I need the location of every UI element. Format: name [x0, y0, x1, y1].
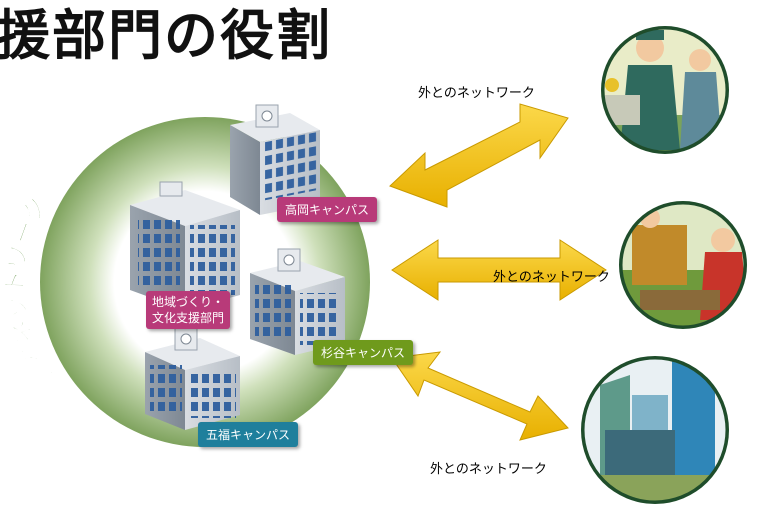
department-tag: 地域づくり・ 文化支援部門 [146, 291, 231, 329]
network-arrow-middle [391, 239, 607, 301]
campus-tag-takaoka: 高岡キャンパス [277, 197, 378, 222]
building-icon-center [130, 181, 240, 310]
page-title: 援部門の役割 [0, 4, 332, 67]
network-label-bottom: 外とのネットワーク [430, 462, 547, 477]
worker-icon [601, 26, 729, 154]
farmer-icon [619, 201, 747, 329]
department-tag-line1: 地域づくり・ [152, 295, 225, 309]
network-label-top: 外とのネットワーク [418, 86, 535, 101]
network-label-middle: 外とのネットワーク [493, 270, 610, 285]
network-arrow-bottom [391, 351, 569, 441]
building-icon-takaoka [230, 104, 320, 215]
campus-tag-sugitani: 杉谷キャンパス [313, 340, 414, 365]
campus-tag-gofuku: 五福キャンパス [198, 422, 299, 447]
department-tag-line2: 文化支援部門 [152, 311, 225, 325]
building-icon-gofuku [145, 327, 240, 430]
network-arrow-top [389, 103, 569, 208]
city-icon [581, 356, 729, 504]
building-icon-sugitani [250, 248, 345, 355]
